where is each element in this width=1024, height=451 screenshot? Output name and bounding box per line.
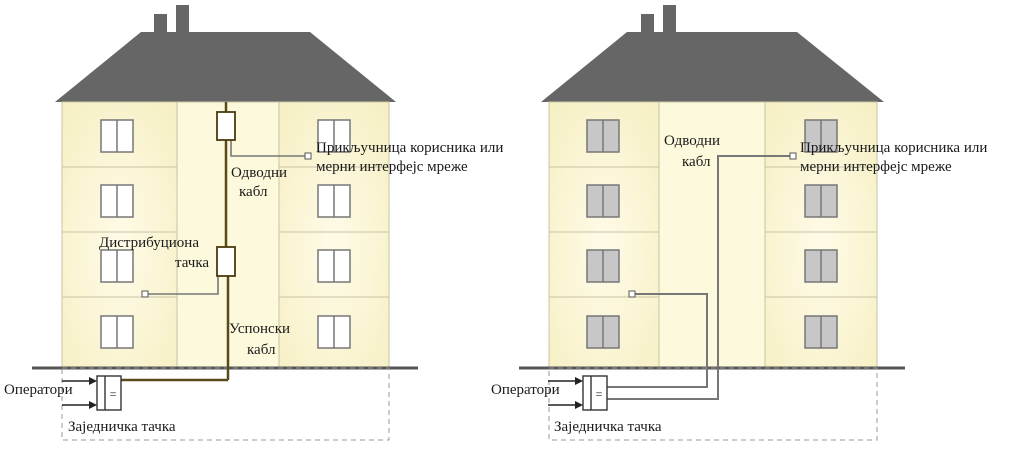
distribution-point-label-line2: тачка <box>175 255 209 271</box>
window <box>317 249 351 283</box>
window <box>100 315 134 349</box>
window <box>100 184 134 218</box>
left-building: = Прикључница корисника или мерни интерф… <box>4 5 503 441</box>
window <box>586 315 620 349</box>
drop-cable-label-line1: Одводни <box>664 133 720 149</box>
distribution-point-label-line1: Дистрибуциона <box>99 235 199 251</box>
windows <box>100 119 351 349</box>
riser-cable-line <box>120 102 230 382</box>
window <box>317 184 351 218</box>
window <box>100 119 134 153</box>
distribution-point-box <box>216 246 236 277</box>
drop-cable-label-line2: кабл <box>239 184 268 200</box>
roof <box>55 32 396 102</box>
operators-label: Оператори <box>4 382 73 398</box>
common-point-label: Заједничка тачка <box>68 419 176 435</box>
drop-cable-label-line1: Одводни <box>231 165 287 181</box>
box-symbol: = <box>596 387 603 401</box>
common-point-box: = <box>582 375 608 411</box>
operator-arrows <box>62 377 97 409</box>
riser-cable-label-line1: Успонски <box>229 321 290 337</box>
chimney <box>154 14 167 36</box>
window <box>804 184 838 218</box>
subscriber-label-line1: Прикључница корисника или <box>316 140 503 156</box>
roof <box>541 32 884 102</box>
subscriber-label-line2: мерни интерфејс мреже <box>800 159 952 175</box>
subscriber-outlet <box>304 152 312 160</box>
floor-lines <box>549 166 877 298</box>
windows <box>586 119 838 349</box>
apartment-outlet <box>628 290 636 298</box>
subscriber-outlet <box>789 152 797 160</box>
operators-label: Оператори <box>491 382 560 398</box>
apartment-outlet <box>141 290 149 298</box>
box-symbol: = <box>110 387 117 401</box>
window <box>586 249 620 283</box>
stairwell <box>658 101 766 369</box>
basement-outline <box>61 367 390 441</box>
operator-arrows <box>548 377 583 409</box>
floor-lines <box>62 166 389 298</box>
window <box>804 119 838 153</box>
window <box>586 184 620 218</box>
window <box>804 315 838 349</box>
window <box>100 249 134 283</box>
window <box>317 315 351 349</box>
right-building: = Одводни кабл Прикључница корисника или… <box>491 5 987 441</box>
chimney <box>641 14 654 36</box>
window <box>586 119 620 153</box>
chimney <box>176 5 189 36</box>
drop-cable-lines <box>147 140 305 295</box>
common-point-label: Заједничка тачка <box>554 419 662 435</box>
drop-cable-label-line2: кабл <box>682 154 711 170</box>
subscriber-label-line1: Прикључница корисника или <box>800 140 987 156</box>
riser-cable-label-line2: кабл <box>247 342 276 358</box>
window <box>804 249 838 283</box>
common-point-box: = <box>96 375 122 411</box>
drop-cable-lines <box>606 155 790 400</box>
window <box>317 119 351 153</box>
basement-outline <box>548 367 878 441</box>
upper-distribution-box <box>216 111 236 141</box>
subscriber-label-line2: мерни интерфејс мреже <box>316 159 468 175</box>
chimney <box>663 5 676 36</box>
